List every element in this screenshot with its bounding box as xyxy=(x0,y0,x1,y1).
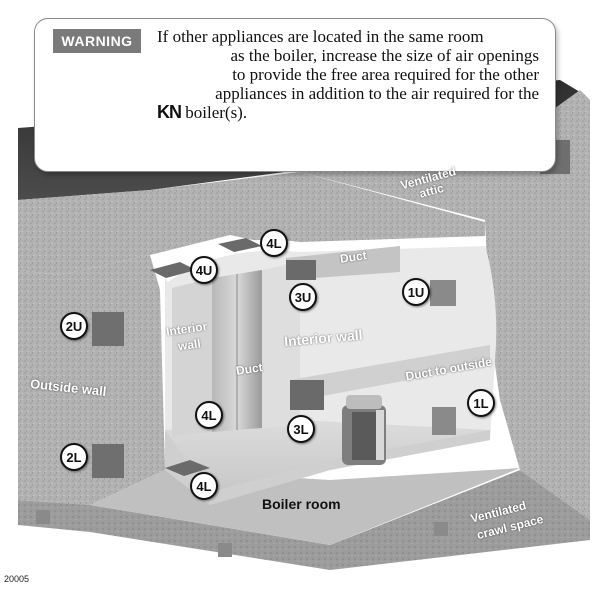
vent-crawl-1 xyxy=(36,510,50,524)
warning-line-3: to provide the free area required for th… xyxy=(157,65,539,84)
brand-logo: KN xyxy=(157,102,181,122)
vent-2u xyxy=(92,312,124,346)
warning-badge: WARNING xyxy=(53,29,141,53)
warning-line-5: KN boiler(s). xyxy=(157,103,539,122)
vent-crawl-3 xyxy=(434,522,448,536)
marker-1u: 1U xyxy=(402,278,430,306)
marker-4l-floor: 4L xyxy=(190,472,218,500)
marker-4l-mid: 4L xyxy=(195,401,223,429)
warning-line-4: appliances in addition to the air requir… xyxy=(157,84,539,103)
marker-1l: 1L xyxy=(467,389,495,417)
label-boiler-room: Boiler room xyxy=(262,496,341,512)
boiler xyxy=(342,395,386,465)
warning-line-5-suffix: boiler(s). xyxy=(185,103,247,122)
vent-1l xyxy=(432,407,456,435)
vent-2l xyxy=(92,444,124,478)
marker-3u: 3U xyxy=(289,283,317,311)
warning-callout: WARNING If other appliances are located … xyxy=(34,18,556,172)
marker-2l: 2L xyxy=(60,443,88,471)
marker-4u: 4U xyxy=(190,256,218,284)
warning-text: If other appliances are located in the s… xyxy=(157,27,539,122)
vent-crawl-2 xyxy=(218,543,232,557)
warning-line-1: If other appliances are located in the s… xyxy=(157,27,539,46)
marker-2u: 2U xyxy=(60,312,88,340)
figure-number: 20005 xyxy=(4,574,29,584)
vent-1u xyxy=(430,280,456,306)
marker-3l: 3L xyxy=(287,415,315,443)
marker-4l-top: 4L xyxy=(260,229,288,257)
warning-line-2: as the boiler, increase the size of air … xyxy=(157,46,539,65)
